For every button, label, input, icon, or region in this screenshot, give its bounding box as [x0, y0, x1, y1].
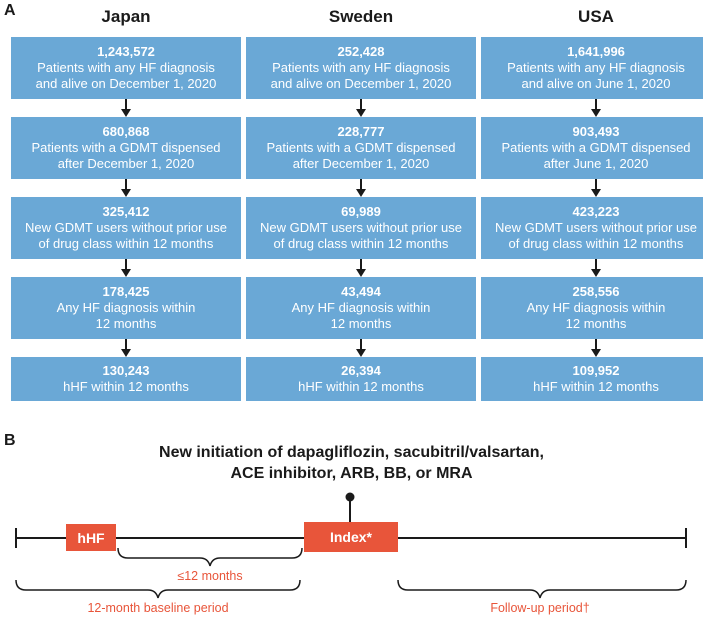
down-arrow-icon	[591, 179, 601, 197]
step-count: 178,425	[102, 284, 150, 299]
down-arrow-icon	[121, 179, 131, 197]
step-count: 903,493	[572, 124, 620, 139]
down-arrow-icon	[591, 339, 601, 357]
column-title: Japan	[101, 7, 151, 26]
step-count: 43,494	[341, 284, 381, 299]
step-count: 252,428	[337, 44, 385, 59]
step-count: 130,243	[102, 363, 150, 378]
baseline-brace	[15, 579, 301, 599]
step-description: New GDMT users without prior use of drug…	[259, 220, 463, 251]
step-count: 423,223	[572, 204, 620, 219]
followup-brace	[397, 579, 687, 599]
step-count: 1,243,572	[97, 44, 155, 59]
step-count: 26,394	[341, 363, 381, 378]
step-description: New GDMT users without prior use of drug…	[24, 220, 228, 251]
window-brace	[117, 547, 303, 567]
down-arrow-icon	[356, 99, 366, 117]
down-arrow-icon	[121, 99, 131, 117]
step-count: 109,952	[572, 363, 620, 378]
step-count: 69,989	[341, 204, 381, 219]
step-description: New GDMT users without prior use of drug…	[494, 220, 698, 251]
step-description: Patients with any HF diagnosis and alive…	[507, 60, 685, 91]
step-description: Any HF diagnosis within 12 months	[291, 300, 431, 331]
panel-a-label: A	[4, 2, 16, 19]
column-title: USA	[578, 7, 614, 26]
step-description: Any HF diagnosis within 12 months	[56, 300, 196, 331]
index-marker: Index*	[304, 522, 398, 552]
down-arrow-icon	[591, 259, 601, 277]
step-count: 258,556	[572, 284, 620, 299]
step-description: Patients with any HF diagnosis and alive…	[35, 60, 217, 91]
step-count: 1,641,996	[567, 44, 625, 59]
step-description: hHF within 12 months	[63, 379, 189, 394]
step-description: hHF within 12 months	[533, 379, 659, 394]
column-title: Sweden	[328, 7, 394, 26]
step-count: 325,412	[102, 204, 150, 219]
step-count: 228,777	[337, 124, 385, 139]
down-arrow-icon	[121, 339, 131, 357]
step-description: Patients with a GDMT dispensed after Jun…	[501, 140, 691, 171]
timeline-title-line-1: New initiation of dapagliflozin, sacubit…	[159, 444, 544, 461]
step-description: Patients with a GDMT dispensed after Dec…	[31, 140, 221, 171]
down-arrow-icon	[356, 259, 366, 277]
down-arrow-icon	[591, 99, 601, 117]
step-description: Patients with any HF diagnosis and alive…	[270, 60, 452, 91]
timeline-title-line-2: ACE inhibitor, ARB, BB, or MRA	[230, 465, 473, 482]
step-count: 680,868	[102, 124, 150, 139]
index-pin-head	[345, 492, 355, 502]
down-arrow-icon	[121, 259, 131, 277]
step-description: hHF within 12 months	[298, 379, 424, 394]
panel-b-label: B	[4, 432, 16, 449]
down-arrow-icon	[356, 339, 366, 357]
followup-period-label: Follow-up period†	[490, 601, 590, 615]
window-label: ≤12 months	[177, 569, 243, 583]
step-description: Any HF diagnosis within 12 months	[526, 300, 666, 331]
step-description: Patients with a GDMT dispensed after Dec…	[266, 140, 456, 171]
down-arrow-icon	[356, 179, 366, 197]
hhf-marker: hHF	[66, 524, 116, 551]
baseline-period-label: 12-month baseline period	[87, 601, 229, 615]
